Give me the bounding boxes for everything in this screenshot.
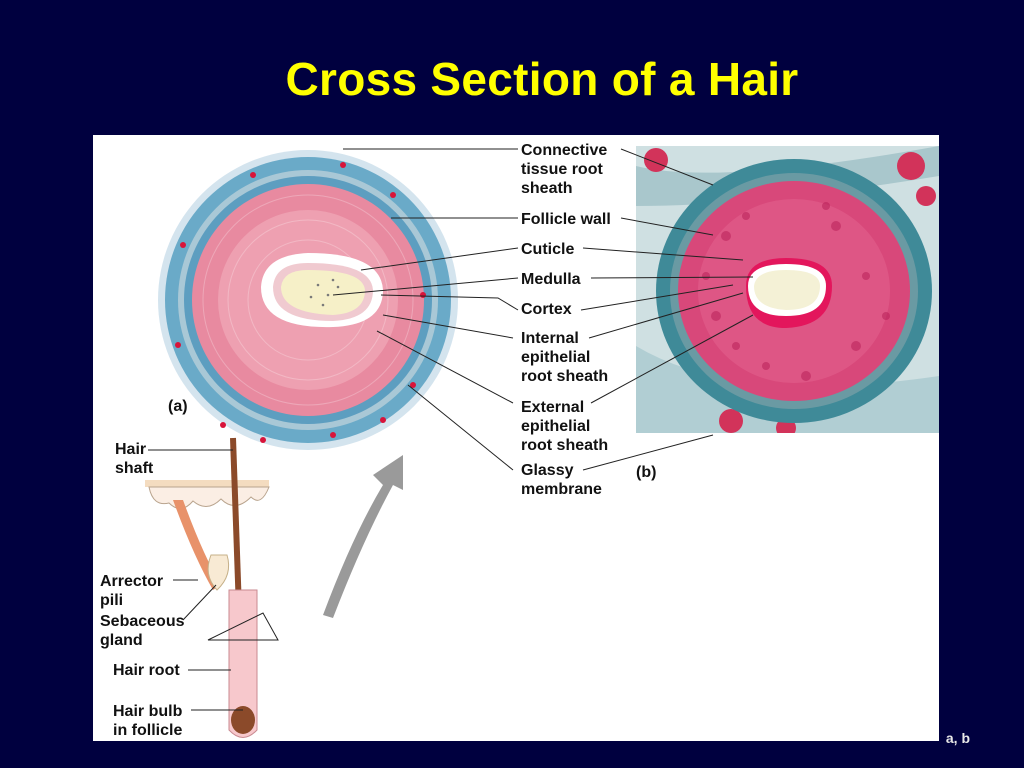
label-glassy-membrane: Glassy membrane <box>521 462 602 498</box>
label-cuticle: Cuticle <box>521 241 575 258</box>
label-hair-shaft: Hair shaft <box>115 441 154 477</box>
slide-title: Cross Section of a Hair <box>285 53 799 105</box>
figure-panel: Connective tissue root sheath Follicle w… <box>93 135 939 741</box>
label-medulla: Medulla <box>521 271 581 288</box>
panel-a-tag: (a) <box>168 398 188 415</box>
label-follicle-wall: Follicle wall <box>521 211 611 228</box>
panel-b-tag: (b) <box>636 464 657 481</box>
label-hair-bulb-in-follicle: Hair bulb in follicle <box>113 703 183 739</box>
label-hair-root: Hair root <box>113 662 180 679</box>
label-internal-epithelial-root-sheath: Internal epithelial root sheath <box>521 330 609 385</box>
histology-photo <box>636 146 939 433</box>
label-cortex: Cortex <box>521 301 572 318</box>
label-sebaceous-gland: Sebaceous gland <box>100 613 185 649</box>
hair-diagram <box>145 148 754 738</box>
figure-credit: a, b <box>945 730 970 746</box>
label-connective-tissue-root-sheath: Connective tissue root sheath <box>521 142 608 197</box>
label-arrector-pili: Arrector pili <box>100 573 164 609</box>
label-external-epithelial-root-sheath: External epithelial root sheath <box>521 399 609 454</box>
